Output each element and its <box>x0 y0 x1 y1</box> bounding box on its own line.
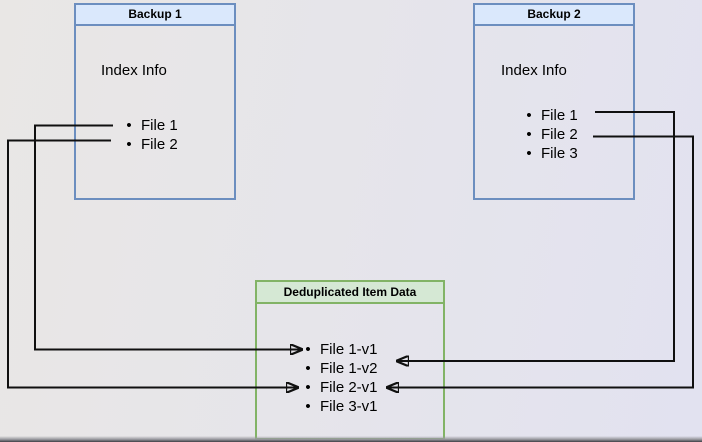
list-item-label: File 2 <box>541 126 578 143</box>
node-backup-2: Backup 2 Index Info • File 1 • File 2 • … <box>473 3 635 200</box>
list-item-label: File 1-v2 <box>320 360 378 377</box>
bullet-icon: • <box>305 379 311 396</box>
node-backup-1-index-info-label: Index Info <box>101 62 167 79</box>
list-item: • File 3-v1 <box>302 397 378 416</box>
list-item-label: File 2 <box>141 136 178 153</box>
bullet-icon: • <box>526 145 532 162</box>
list-item: • File 1 <box>523 106 578 125</box>
node-backup-1-title: Backup 1 <box>76 5 234 26</box>
node-deduplicated-item-data: Deduplicated Item Data • File 1-v1 • Fil… <box>255 280 445 440</box>
screen-bottom-edge <box>0 436 702 442</box>
bullet-icon: • <box>305 398 311 415</box>
list-item-label: File 3 <box>541 145 578 162</box>
node-backup-1: Backup 1 Index Info • File 1 • File 2 <box>74 3 236 200</box>
list-item: • File 2 <box>123 135 178 154</box>
node-backup-2-file-list: • File 1 • File 2 • File 3 <box>523 106 578 163</box>
list-item: • File 2-v1 <box>302 378 378 397</box>
list-item-label: File 3-v1 <box>320 398 378 415</box>
list-item-label: File 2-v1 <box>320 379 378 396</box>
list-item-label: File 1-v1 <box>320 341 378 358</box>
list-item-label: File 1 <box>541 107 578 124</box>
list-item: • File 1 <box>123 116 178 135</box>
list-item: • File 3 <box>523 144 578 163</box>
list-item: • File 2 <box>523 125 578 144</box>
node-deduplicated-item-data-title: Deduplicated Item Data <box>257 282 443 304</box>
node-backup-1-file-list: • File 1 • File 2 <box>123 116 178 154</box>
bullet-icon: • <box>305 341 311 358</box>
bullet-icon: • <box>126 117 132 134</box>
bullet-icon: • <box>126 136 132 153</box>
list-item: • File 1-v2 <box>302 359 378 378</box>
list-item-label: File 1 <box>141 117 178 134</box>
node-dedup-file-list: • File 1-v1 • File 1-v2 • File 2-v1 • Fi… <box>302 340 378 416</box>
bullet-icon: • <box>526 126 532 143</box>
node-backup-2-title: Backup 2 <box>475 5 633 26</box>
bullet-icon: • <box>526 107 532 124</box>
bullet-icon: • <box>305 360 311 377</box>
list-item: • File 1-v1 <box>302 340 378 359</box>
node-backup-2-index-info-label: Index Info <box>501 62 567 79</box>
